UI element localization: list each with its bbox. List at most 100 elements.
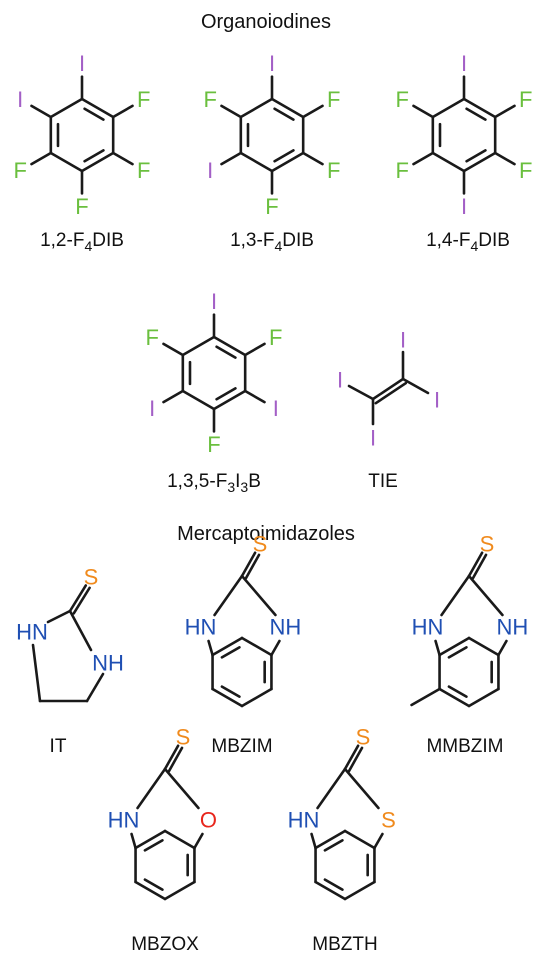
bond [240, 636, 273, 657]
bond [244, 553, 261, 580]
bond [162, 342, 185, 357]
fluorine-atom: F [137, 158, 150, 183]
bond [316, 767, 347, 810]
thione-sulfur-atom: S [480, 532, 495, 557]
bond [467, 551, 484, 578]
bond [31, 643, 42, 703]
bond [410, 687, 441, 707]
iodine-atom: I [269, 51, 275, 76]
bond [220, 685, 241, 698]
bond [347, 746, 364, 773]
bond [270, 151, 305, 173]
bond [465, 107, 487, 121]
fluorine-atom: F [519, 87, 532, 112]
fluorine-atom: F [396, 158, 409, 183]
caption-text: MBZOX [131, 934, 199, 955]
thione-sulfur-atom: S [253, 532, 268, 557]
molecule-caption-tie: TIE [368, 471, 398, 492]
bond [343, 767, 380, 810]
iodine-atom: I [370, 426, 376, 451]
bond [343, 880, 376, 901]
fluorine-atom: F [269, 325, 282, 350]
caption-text: I [235, 471, 240, 492]
nh-group: HN [16, 620, 48, 645]
fluorine-atom: F [146, 325, 159, 350]
nh-group: HN [288, 808, 320, 833]
bond [438, 687, 471, 708]
bond [130, 832, 137, 850]
bond [212, 389, 247, 411]
bond [374, 381, 408, 405]
fluorine-atom: F [207, 432, 220, 457]
bond [181, 389, 216, 411]
bond [193, 832, 204, 850]
fluorine-atom: F [204, 87, 217, 112]
caption-text: 1,3,5-F [167, 471, 227, 492]
nh-group: HN [185, 615, 217, 640]
iodine-atom: I [79, 51, 85, 76]
molecule-caption-12f4dib: 1,2-F4DIB [40, 230, 124, 254]
bond [465, 149, 487, 163]
bond [301, 151, 324, 166]
bond [162, 389, 185, 404]
fluorine-atom: F [265, 194, 278, 219]
fluorine-atom: F [75, 194, 88, 219]
bond [301, 104, 324, 119]
bond [111, 151, 134, 166]
ring-sulfur-atom: S [381, 808, 396, 833]
bond [243, 389, 266, 404]
bond [211, 636, 244, 657]
bond [467, 636, 500, 657]
thione-sulfur-atom: S [356, 725, 371, 750]
thione-sulfur-atom: S [176, 725, 191, 750]
bond [240, 574, 277, 617]
molecule-mbzth: HN S S [288, 725, 396, 901]
bond [220, 104, 243, 119]
bond [412, 151, 435, 166]
molecule-caption-it: IT [50, 736, 67, 757]
molecule-caption-13f4dib: 1,3-F4DIB [230, 230, 314, 254]
bond [471, 553, 488, 580]
oxygen-atom: O [200, 808, 217, 833]
bond [68, 609, 93, 652]
caption-text: DIB [92, 230, 124, 251]
bond [83, 149, 105, 163]
bond [310, 832, 317, 850]
bond [273, 149, 295, 163]
bond [240, 551, 257, 578]
fluorine-atom: F [137, 87, 150, 112]
iodine-atom: I [273, 396, 279, 421]
bond [134, 880, 167, 901]
iodine-atom: I [211, 289, 217, 314]
bond [220, 151, 243, 166]
bond [68, 584, 88, 613]
fluorine-atom: F [14, 158, 27, 183]
iodine-atom: I [17, 87, 23, 112]
bond [215, 387, 237, 401]
nh-group: HN [108, 808, 140, 833]
iodine-atom: I [434, 388, 440, 413]
bond [163, 880, 196, 901]
caption-text: IT [50, 736, 67, 757]
bond [343, 829, 376, 850]
molecule-caption-14f4dib: 1,4-F4DIB [426, 230, 510, 254]
molecule-caption-135f3i3b: 1,3,5-F3I3B [167, 471, 261, 495]
bond [163, 829, 196, 850]
bond [136, 767, 167, 810]
bond [401, 377, 430, 395]
iodine-atom: I [207, 158, 213, 183]
bond [270, 97, 305, 119]
molecule-mbzim: HN NH S [185, 532, 302, 708]
fluorine-atom: F [327, 158, 340, 183]
nh-group: NH [92, 651, 124, 676]
nh-group: NH [270, 615, 302, 640]
bond [243, 342, 266, 357]
molecule-1-2-f4dib: I F F F F I [14, 51, 151, 219]
bond [431, 151, 466, 173]
